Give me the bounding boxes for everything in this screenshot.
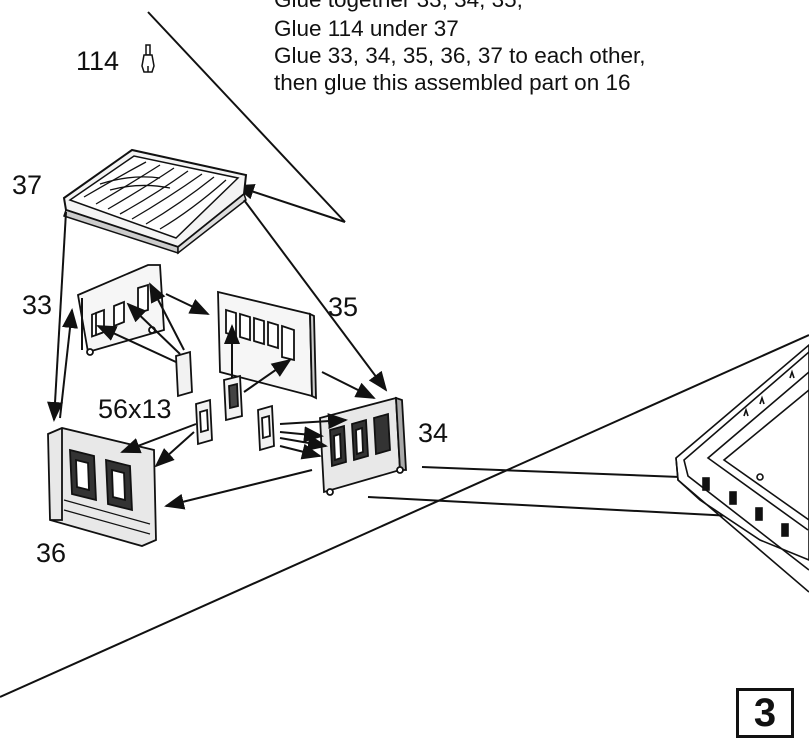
label-36: 36 [36, 538, 67, 568]
label-33: 33 [22, 290, 53, 320]
step-number-box: 3 [736, 688, 794, 738]
part-37-roof [62, 148, 248, 255]
label-56x13: 56x13 [98, 394, 172, 424]
part-114-peg [141, 44, 155, 73]
small-parts [175, 350, 275, 452]
part-33-wall [76, 264, 165, 356]
diagram-drawing [0, 11, 809, 698]
leader-lines [0, 11, 809, 698]
part-16-base [675, 343, 809, 593]
part-36-wall [47, 427, 157, 547]
part-34-wall [319, 396, 407, 496]
instruction-line-2: Glue 33, 34, 35, 36, 37 to each other, [274, 43, 646, 68]
instruction-line-3: then glue this assembled part on 16 [274, 70, 631, 95]
label-37: 37 [12, 170, 43, 200]
instruction-line-1: Glue 114 under 37 [274, 16, 459, 41]
label-34: 34 [418, 418, 449, 448]
instruction-line-partial: Glue together 33, 34, 35, [274, 0, 523, 13]
label-35: 35 [328, 292, 359, 322]
label-114: 114 [76, 46, 120, 76]
